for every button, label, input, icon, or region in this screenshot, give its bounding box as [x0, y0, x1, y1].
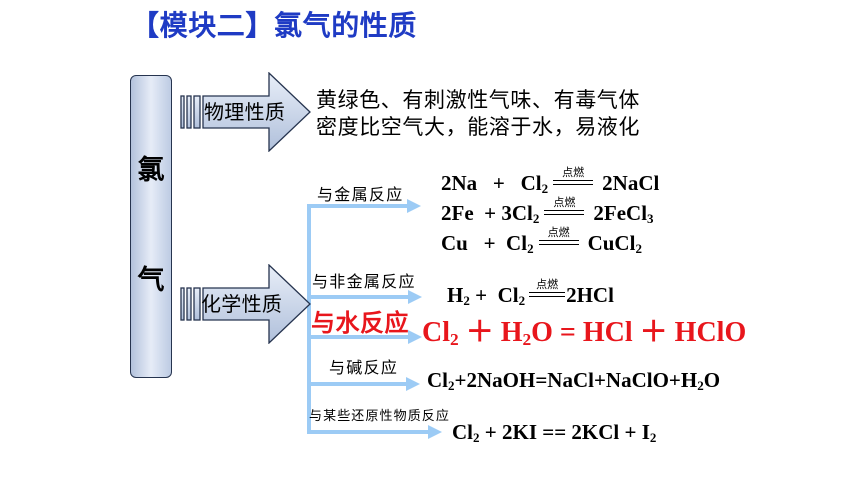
physical-properties-label: 物理性质	[204, 100, 286, 124]
reaction-condition: 点燃	[529, 279, 566, 302]
equation-subscript: 2	[541, 180, 549, 196]
physical-properties-arrow	[180, 72, 311, 152]
equation-text: O = HCl ＋ HClO	[531, 317, 747, 348]
arrow-stripe	[193, 95, 201, 129]
condition-double-line	[529, 292, 566, 297]
equation-text: Cl	[452, 420, 473, 444]
branch-label-metal: 与金属反应	[317, 185, 404, 204]
equation-iron-chlorine: 2Fe + 3Cl2 点燃 2FeCl3	[441, 197, 654, 227]
arrowhead	[428, 425, 442, 439]
branch-arrow-nonmetal	[307, 290, 422, 304]
equation-subscript: 2	[635, 240, 642, 256]
equation-subscript: 2	[527, 240, 534, 256]
reaction-condition: 点燃	[544, 197, 585, 220]
equation-subscript: 2	[518, 292, 526, 308]
equation-text: Cu + Cl	[441, 231, 528, 255]
subject-char-2: 气	[137, 265, 165, 296]
condition-double-line	[544, 210, 585, 215]
equation-chlorine-sodium-hydroxide: Cl2+2NaOH=NaCl+NaClO+H2O	[427, 366, 720, 394]
equation-text: 2NaCl	[602, 171, 660, 195]
condition-text: 点燃	[547, 226, 570, 239]
equation-subscript: 2	[649, 429, 657, 445]
branch-label-base: 与碱反应	[329, 358, 399, 377]
arrowhead	[408, 290, 422, 304]
arrow-body	[202, 72, 311, 152]
branch-arrow-water	[307, 330, 422, 344]
equation-text: Cl	[422, 317, 450, 348]
reaction-condition: 点燃	[538, 227, 579, 250]
equation-text: 2Fe + 3Cl	[441, 201, 533, 225]
reaction-condition: 点燃	[553, 167, 594, 190]
equation-subscript: 2	[448, 377, 455, 393]
chemical-branch-connector	[307, 199, 442, 439]
condition-text: 点燃	[562, 166, 585, 179]
branch-arrow-base	[307, 377, 420, 391]
equation-text: + Cl	[469, 283, 519, 307]
physical-property-line: 黄绿色、有刺激性气味、有毒气体	[316, 88, 640, 112]
arrowhead	[406, 377, 420, 391]
branch-arrow-reducing	[307, 425, 442, 439]
condition-text: 点燃	[536, 278, 559, 291]
equation-subscript: 2	[473, 429, 480, 445]
equation-text: + 2KI == 2KCl + I	[479, 420, 650, 444]
arrow-body	[202, 264, 311, 344]
equation-chlorine-water: Cl2 ＋ H2O = HCl ＋ HClO	[422, 316, 746, 350]
equation-text: 2Na + Cl	[441, 171, 542, 195]
equation-sodium-chlorine: 2Na + Cl2 点燃 2NaCl	[441, 167, 660, 197]
equation-subscript: 3	[647, 210, 654, 226]
chemical-properties-label: 化学性质	[201, 292, 283, 316]
arrow-stripe	[193, 287, 201, 321]
equation-text: ＋ H	[458, 317, 523, 348]
branch-arrow-metal	[307, 199, 421, 213]
arrow-stripe	[186, 95, 192, 129]
arrow-stripe	[180, 95, 185, 129]
physical-properties-text: 黄绿色、有刺激性气味、有毒气体 密度比空气大，能溶于水，易液化	[316, 87, 640, 141]
equation-text: CuCl	[587, 231, 636, 255]
equation-subscript: 2	[532, 210, 540, 226]
branch-label-nonmetal: 与非金属反应	[312, 272, 416, 291]
branch-label-water: 与水反应	[311, 309, 409, 337]
page-title: 【模块二】氯气的性质	[131, 9, 418, 42]
equation-text: H	[447, 283, 464, 307]
equation-chlorine-potassium-iodide: Cl2 + 2KI == 2KCl + I2	[452, 418, 656, 446]
condition-double-line	[538, 240, 579, 245]
arrowhead	[407, 199, 421, 213]
equation-text: 2HCl	[566, 283, 614, 307]
equation-text: +2NaOH=NaCl+NaClO+H	[454, 368, 698, 392]
condition-double-line	[553, 180, 594, 185]
arrow-stripe	[180, 287, 185, 321]
equation-text: 2FeCl	[593, 201, 648, 225]
subject-char-1: 氯	[137, 155, 165, 186]
branch-label-reducing-substances: 与某些还原性物质反应	[309, 409, 451, 424]
equation-subscript: 2	[450, 329, 459, 349]
subject-box: 氯 气	[130, 75, 172, 378]
equation-subscript: 2	[463, 292, 470, 308]
physical-property-line: 密度比空气大，能溶于水，易液化	[316, 115, 640, 139]
arrow-stripe	[186, 287, 192, 321]
equation-text: Cl	[427, 368, 448, 392]
equation-text: O	[703, 368, 721, 392]
condition-text: 点燃	[553, 196, 576, 209]
arrowhead	[408, 330, 422, 344]
chemical-properties-arrow	[180, 264, 311, 344]
equation-subscript: 2	[697, 377, 704, 393]
equation-subscript: 2	[522, 329, 532, 349]
